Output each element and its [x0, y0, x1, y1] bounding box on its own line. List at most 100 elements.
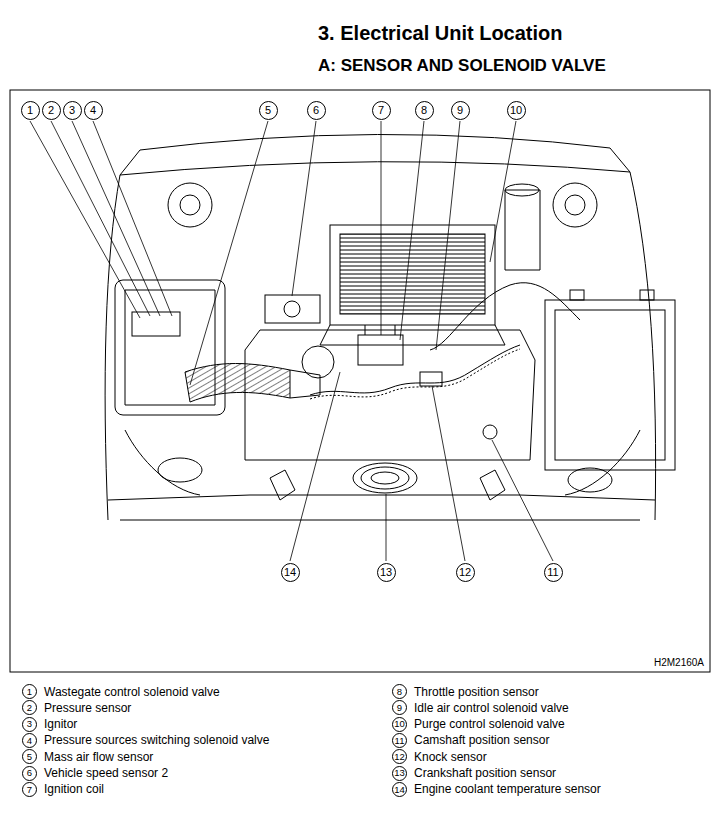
strut-tower — [168, 183, 212, 227]
battery — [545, 300, 675, 470]
leader-line — [400, 121, 424, 340]
radiator-support — [120, 520, 640, 521]
leader-line — [432, 386, 465, 561]
engine-block — [245, 330, 535, 460]
legend-number: 5 — [22, 749, 37, 764]
hood-latch — [480, 470, 505, 500]
battery — [555, 310, 665, 460]
wiring-harness — [430, 283, 580, 350]
callout-number: 13 — [377, 563, 396, 582]
callout-number: 3 — [63, 101, 82, 120]
legend-text: Pressure sensor — [44, 701, 131, 715]
legend-text: Wastegate control solenoid valve — [44, 685, 220, 699]
ignition-coil — [358, 335, 403, 365]
leader-line — [72, 121, 160, 316]
callout-number: 4 — [84, 101, 103, 120]
legend-text: Ignition coil — [44, 782, 104, 796]
legend-number: 1 — [22, 684, 37, 699]
strut-tower — [553, 183, 597, 227]
valve-body — [284, 301, 300, 317]
callout-number: 10 — [507, 101, 526, 120]
battery-terminal — [640, 290, 654, 300]
leader-line — [51, 121, 150, 316]
wiring-harness — [310, 349, 520, 399]
legend-number: 3 — [22, 717, 37, 732]
leader-line — [93, 121, 172, 316]
hood-latch — [270, 470, 295, 500]
cowl-line — [140, 134, 610, 150]
battery-terminal — [570, 290, 584, 300]
fender — [630, 172, 656, 520]
knock-sensor — [420, 372, 442, 386]
camshaft-sensor — [483, 425, 497, 439]
crank-pulley — [353, 463, 417, 493]
crank-pulley — [371, 472, 399, 484]
leader-line — [492, 440, 553, 561]
subheading: A: SENSOR AND SOLENOID VALVE — [318, 56, 606, 76]
leader-line — [490, 121, 516, 262]
wiring-harness — [310, 345, 520, 395]
legend-text: Ignitor — [44, 717, 77, 731]
legend-number: 12 — [392, 749, 407, 764]
leader-line — [436, 121, 460, 350]
heading: 3. Electrical Unit Location — [318, 22, 563, 45]
legend-text: Vehicle speed sensor 2 — [44, 766, 168, 780]
legend-text: Throttle position sensor — [414, 685, 539, 699]
radiator-support — [108, 495, 655, 500]
figure-frame — [10, 90, 710, 672]
throttle-body — [302, 346, 334, 378]
reservoir — [505, 184, 539, 196]
intercooler — [330, 225, 495, 325]
callout-number: 7 — [372, 101, 391, 120]
leader-line — [381, 121, 382, 335]
horn — [158, 458, 202, 482]
intake-tube — [185, 364, 290, 403]
legend-number: 13 — [392, 766, 407, 781]
legend-text: Knock sensor — [414, 750, 487, 764]
fender — [105, 175, 120, 520]
horn — [568, 468, 612, 492]
callout-number: 12 — [456, 563, 475, 582]
callout-number: 2 — [42, 101, 61, 120]
callout-number: 11 — [544, 563, 563, 582]
legend-text: Pressure sources switching solenoid valv… — [44, 733, 269, 747]
legend-number: 9 — [392, 700, 407, 715]
legend-text: Engine coolant temperature sensor — [414, 782, 601, 796]
leader-line — [386, 494, 387, 561]
legend-number: 4 — [22, 733, 37, 748]
legend-number: 6 — [22, 766, 37, 781]
fender — [120, 148, 630, 175]
callout-number: 1 — [21, 101, 40, 120]
reservoir — [505, 190, 540, 270]
valve-body — [265, 295, 320, 323]
leader-lines — [30, 121, 553, 561]
legend-number: 7 — [22, 782, 37, 797]
legend-number: 14 — [392, 782, 407, 797]
legend-number: 11 — [392, 733, 407, 748]
leader-line — [292, 121, 316, 296]
figure-code: H2M2160A — [654, 657, 704, 668]
intercooler-fins — [340, 234, 485, 314]
legend-text: Purge control solenoid valve — [414, 717, 565, 731]
legend-text: Crankshaft position sensor — [414, 766, 556, 780]
callout-number: 9 — [451, 101, 470, 120]
legend-text: Camshaft position sensor — [414, 733, 549, 747]
strut-tower — [565, 195, 585, 215]
cowl-line — [120, 162, 630, 175]
legend-number: 2 — [22, 700, 37, 715]
legend-number: 10 — [392, 717, 407, 732]
crank-pulley — [361, 467, 409, 489]
leader-line — [290, 372, 340, 561]
callout-number: 14 — [281, 563, 300, 582]
headlight-well — [565, 430, 640, 495]
callout-number: 8 — [415, 101, 434, 120]
intercooler — [320, 325, 505, 345]
legend-text: Idle air control solenoid valve — [414, 701, 569, 715]
callout-number: 6 — [307, 101, 326, 120]
legend-number: 8 — [392, 684, 407, 699]
leader-line — [190, 121, 268, 385]
legend-text: Mass air flow sensor — [44, 750, 153, 764]
solenoid-bracket — [132, 312, 180, 336]
callout-number: 5 — [259, 101, 278, 120]
ignition-coil — [365, 325, 395, 335]
